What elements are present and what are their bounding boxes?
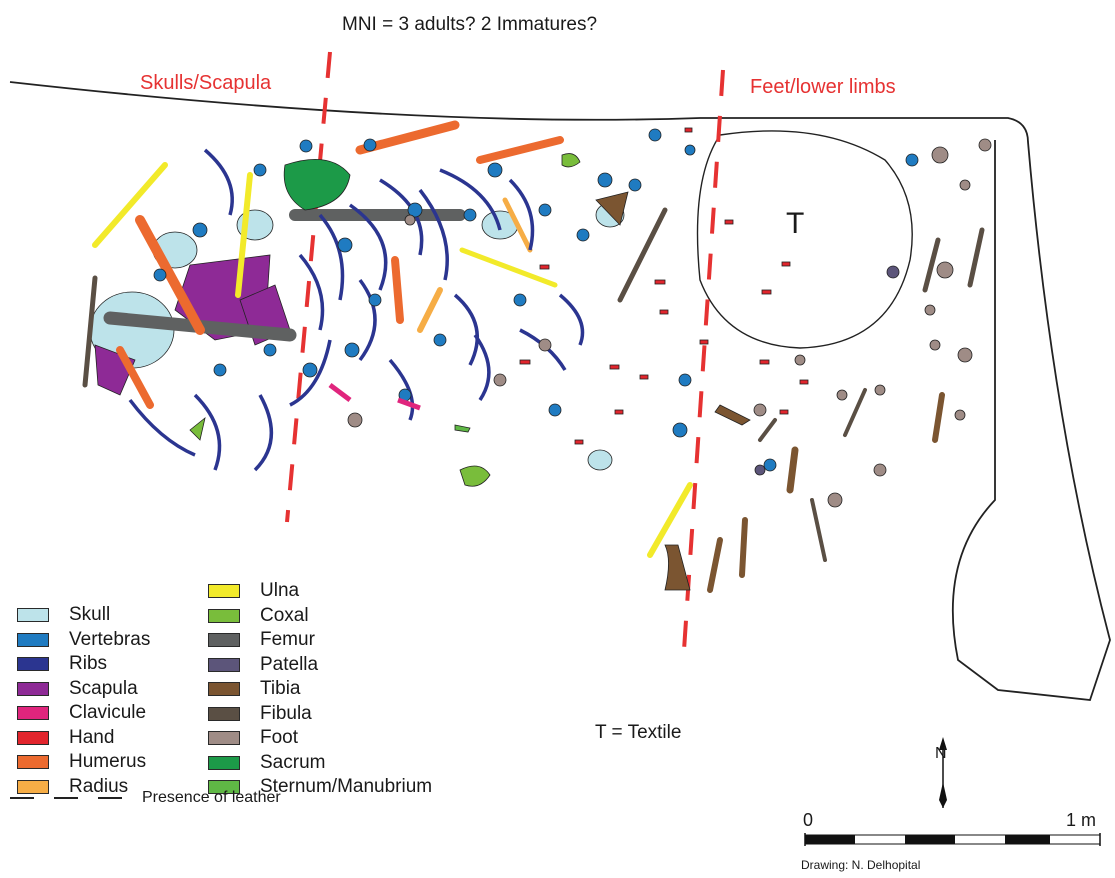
legend-item: Ulna bbox=[208, 579, 432, 604]
legend-swatch bbox=[208, 682, 240, 697]
textile-marker: T bbox=[786, 207, 805, 240]
legend-swatch bbox=[17, 730, 49, 745]
legend-item: Humerus bbox=[17, 750, 150, 775]
legend-item: Hand bbox=[17, 726, 150, 751]
zone-divider-right bbox=[681, 69, 725, 666]
legend-swatch bbox=[17, 681, 49, 696]
legend-item: Sacrum bbox=[208, 751, 432, 776]
legend-swatch bbox=[208, 755, 240, 770]
legend-label: Skull bbox=[69, 604, 111, 626]
zone-label-skulls: Skulls/Scapula bbox=[140, 72, 272, 94]
legend-item: Sternum/Manubrium bbox=[208, 775, 432, 800]
north-arrow bbox=[939, 737, 947, 808]
zone-divider-left bbox=[285, 51, 332, 523]
legend-item: Ribs bbox=[17, 652, 150, 677]
legend-item: Patella bbox=[208, 653, 432, 678]
legend-item: Foot bbox=[208, 726, 432, 751]
legend-label: Hand bbox=[69, 726, 115, 748]
legend-swatch bbox=[17, 632, 49, 647]
scale-start-label: 0 bbox=[803, 810, 814, 830]
legend-swatch bbox=[17, 755, 49, 770]
legend-swatch bbox=[17, 779, 49, 794]
legend-label: Sacrum bbox=[260, 751, 326, 773]
legend-item: Clavicule bbox=[17, 701, 150, 726]
legend-label: Coxal bbox=[260, 604, 309, 626]
legend-swatch bbox=[208, 706, 240, 721]
legend-label: Fibula bbox=[260, 702, 312, 724]
diagram-title: MNI = 3 adults? 2 Immatures? bbox=[342, 14, 598, 35]
drawing-credit: Drawing: N. Delhopital bbox=[801, 858, 921, 872]
legend-swatch bbox=[17, 608, 49, 623]
legend-swatch bbox=[208, 780, 240, 795]
legend-item: Fibula bbox=[208, 702, 432, 727]
legend-item: Scapula bbox=[17, 677, 150, 702]
legend-label: Scapula bbox=[69, 677, 138, 699]
legend-item: Tibia bbox=[208, 677, 432, 702]
legend-item: Coxal bbox=[208, 604, 432, 629]
textile-area bbox=[696, 130, 913, 349]
north-label: N bbox=[935, 745, 947, 762]
zone-label-feet: Feet/lower limbs bbox=[750, 76, 896, 98]
bone-cluster bbox=[82, 120, 992, 593]
scale-bar bbox=[804, 833, 1101, 846]
legend-item: Skull bbox=[17, 603, 150, 628]
legend-swatch bbox=[208, 608, 240, 623]
legend-swatch bbox=[208, 633, 240, 648]
legend-label: Radius bbox=[69, 775, 129, 797]
legend-item: Femur bbox=[208, 628, 432, 653]
leather-key: Presence of leather bbox=[10, 789, 281, 807]
legend-swatch bbox=[208, 731, 240, 746]
leather-dash-icon bbox=[54, 797, 78, 799]
legend-label: Patella bbox=[260, 653, 319, 675]
legend-swatch bbox=[17, 706, 49, 721]
leather-label: Presence of leather bbox=[142, 789, 281, 806]
legend-label: Humerus bbox=[69, 751, 147, 773]
legend-label: Femur bbox=[260, 629, 315, 651]
legend-label: Sternum/Manubrium bbox=[260, 776, 433, 798]
legend-swatch bbox=[208, 657, 240, 672]
legend-label: Vertebras bbox=[69, 628, 151, 650]
leather-dash-icon bbox=[10, 797, 34, 799]
legend-label: Foot bbox=[260, 727, 299, 749]
legend-swatch bbox=[17, 657, 49, 672]
legend-swatch bbox=[208, 584, 240, 599]
leather-dash-icon bbox=[98, 797, 122, 799]
textile-note: T = Textile bbox=[595, 722, 682, 743]
legend-label: Ulna bbox=[260, 580, 300, 602]
grave-outline bbox=[9, 81, 1111, 701]
legend-label: Tibia bbox=[260, 678, 301, 700]
legend-item: Radius bbox=[17, 775, 150, 800]
scale-end-label: 1 m bbox=[1066, 810, 1097, 830]
legend-label: Ribs bbox=[69, 653, 108, 675]
legend-label: Clavicule bbox=[69, 702, 147, 724]
legend-item: Vertebras bbox=[17, 628, 150, 653]
